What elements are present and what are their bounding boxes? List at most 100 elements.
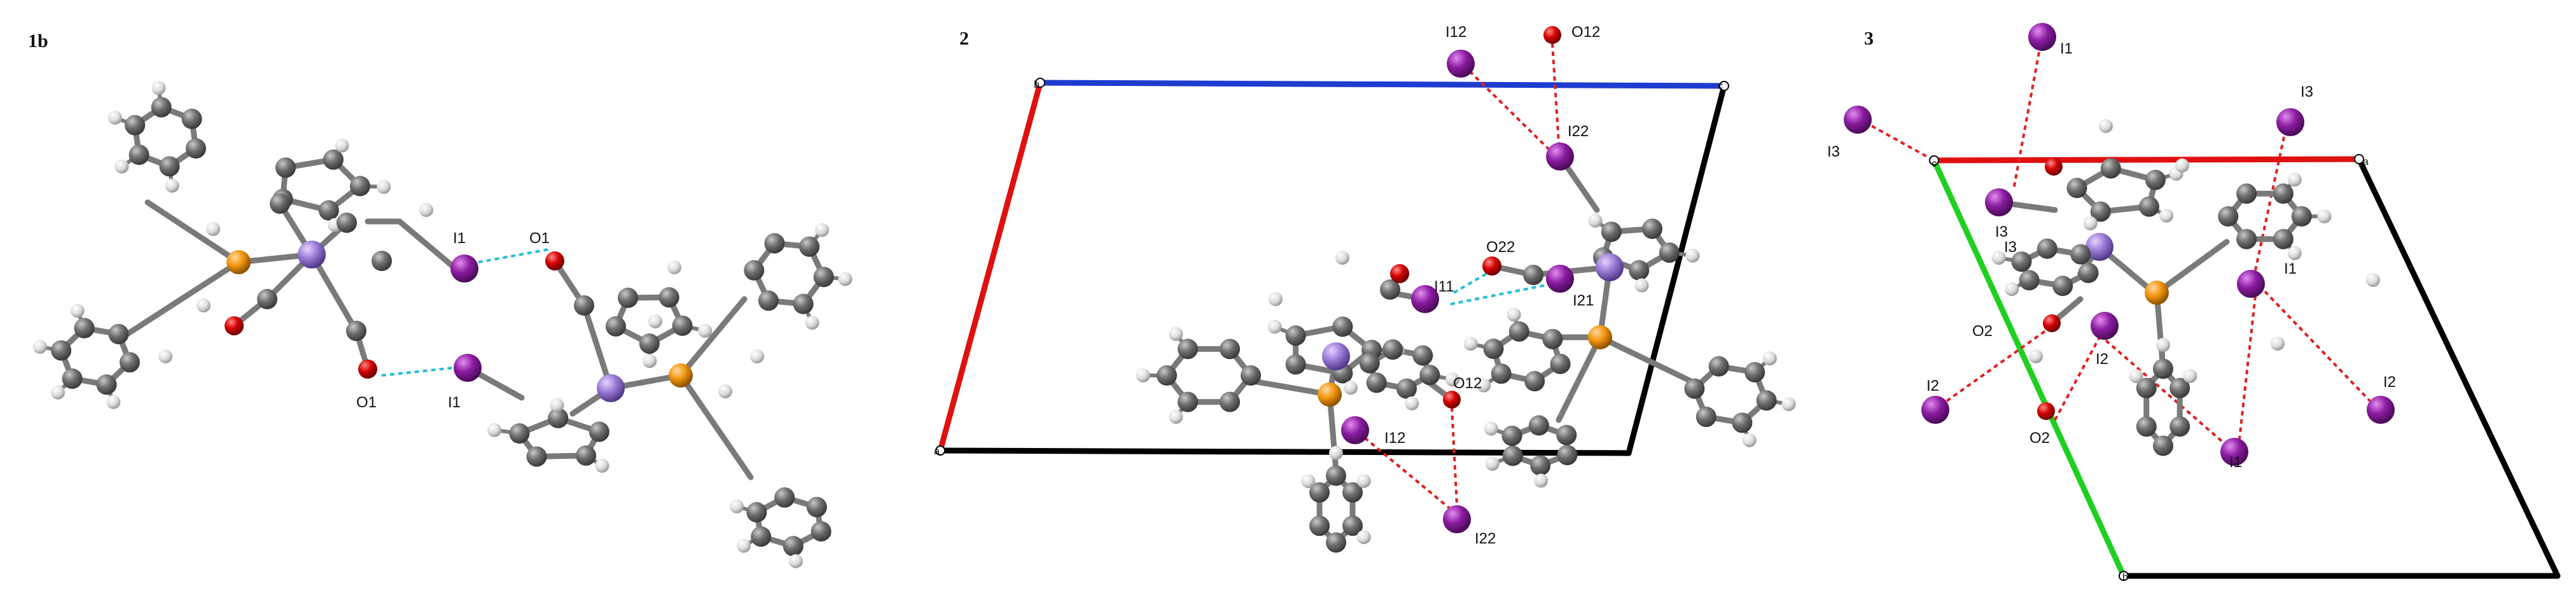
carbon-atom — [2070, 244, 2091, 265]
carbon-atom — [746, 502, 767, 523]
oxygen-atom — [545, 251, 564, 270]
hydrogen-atom — [1534, 473, 1549, 488]
hydrogen-atom — [1477, 378, 1491, 393]
phosphorus-atom — [2145, 281, 2169, 305]
hydrogen-atom — [1344, 381, 1358, 395]
hydrogen-atom — [2271, 337, 2285, 351]
cell-axis-b — [1037, 80, 1727, 89]
cell-corner — [935, 445, 945, 456]
hydrogen-atom — [788, 554, 803, 568]
contact-line — [1551, 43, 1560, 144]
hydrogen-atom — [1991, 251, 2006, 265]
carbon-atom — [2169, 377, 2190, 398]
hydrogen-atom — [2129, 369, 2143, 384]
contact-line — [2264, 290, 2371, 402]
carbon-atom — [806, 496, 827, 517]
atom-label: I12 — [1384, 430, 1405, 447]
hydrogen-atom — [730, 499, 744, 514]
carbon-atom — [2066, 178, 2087, 199]
unit-cell-layer — [937, 80, 2561, 579]
hydrogen-atom — [2099, 119, 2113, 133]
bond — [1597, 334, 1695, 385]
iodine-atom — [1411, 285, 1439, 313]
metal-atom — [2085, 233, 2113, 261]
hydrogen-atom — [51, 385, 66, 400]
hydrogen-atom — [814, 223, 829, 237]
carbon-atom — [1530, 455, 1551, 476]
carbon-atom — [1695, 407, 1716, 428]
contact-line — [1468, 70, 1554, 154]
hydrogen-atom — [2083, 216, 2098, 230]
iodine-atom — [1546, 265, 1574, 293]
contact-line — [1451, 407, 1458, 507]
atom-label: O1 — [356, 394, 377, 411]
atom-label: O2 — [2029, 430, 2050, 447]
iodine-atom — [2276, 108, 2304, 136]
carbon-atom — [1241, 365, 1261, 386]
metal-atom — [298, 241, 326, 269]
carbon-atom — [783, 536, 804, 557]
carbon-atom — [2236, 183, 2257, 204]
carbon-atom — [1220, 339, 1240, 360]
carbon-atom — [1412, 345, 1433, 366]
hydrogen-atom — [2287, 246, 2302, 260]
bond — [581, 302, 614, 391]
atom-label: O1 — [529, 230, 550, 247]
cell-corner — [1929, 155, 1939, 165]
hydrogen-atom — [2159, 208, 2174, 223]
phosphorus-atom — [226, 250, 251, 274]
carbon-atom — [574, 295, 594, 316]
panel-label-2: 2 — [959, 28, 969, 49]
carbon-atom — [2169, 416, 2190, 437]
carbon-atom — [2291, 206, 2312, 227]
atom-label: I1 — [2060, 40, 2073, 57]
iodine-atom — [1341, 416, 1369, 444]
cell-edge — [2356, 156, 2561, 579]
oxygen-atom — [1443, 391, 1461, 409]
panel-label-3: 3 — [1864, 28, 1874, 49]
carbon-atom — [672, 315, 693, 336]
carbon-atom — [151, 97, 172, 118]
carbon-atom — [1550, 353, 1571, 374]
atom-label: I3 — [2301, 83, 2313, 101]
carbon-atom — [1309, 515, 1330, 536]
iodine-atom — [1921, 396, 1949, 424]
cell-axis-a — [1931, 156, 2362, 164]
hydrogen-atom — [32, 339, 47, 354]
hydrogen-atom — [2366, 273, 2380, 287]
hydrogen-atom — [1269, 292, 1283, 306]
carbon-atom — [1556, 424, 1577, 445]
contact-line — [1946, 330, 2047, 402]
carbon-atom — [1380, 279, 1400, 300]
carbon-atom — [2011, 251, 2032, 272]
cell-corner-label: b — [2122, 572, 2128, 583]
hydrogen-atom — [643, 354, 657, 368]
carbon-atom — [2090, 201, 2111, 222]
cell-edge — [937, 447, 1632, 456]
contacts-layer — [381, 43, 2371, 510]
atom-label: I1 — [2229, 454, 2242, 471]
hydrogen-atom — [838, 272, 853, 286]
metal-atom — [1322, 342, 1350, 370]
carbon-atom — [2136, 377, 2157, 398]
carbon-atom — [1325, 465, 1346, 486]
hydrogen-atom — [419, 203, 433, 217]
atom-label: I1 — [2284, 260, 2297, 277]
hydrogen-atom — [2183, 368, 2197, 383]
carbon-atom — [813, 267, 834, 288]
carbon-atom — [349, 176, 370, 197]
carbon-atom — [1157, 365, 1177, 386]
hydrogen-atom — [1136, 368, 1150, 382]
iodine-atom — [2028, 23, 2056, 51]
hydrogen-atom — [2029, 349, 2043, 363]
phosphorus-atom — [1318, 382, 1342, 407]
carbon-atom — [270, 193, 290, 214]
hydrogen-atom — [106, 395, 121, 409]
iodine-atom — [1447, 50, 1475, 78]
hydrogen-atom — [1405, 396, 1419, 410]
carbon-atom — [1342, 482, 1363, 503]
hydrogen-atom — [550, 398, 564, 412]
atom-label: I22 — [1568, 123, 1589, 140]
atom-label: I3 — [2004, 239, 2017, 256]
carbon-atom — [2036, 238, 2057, 259]
